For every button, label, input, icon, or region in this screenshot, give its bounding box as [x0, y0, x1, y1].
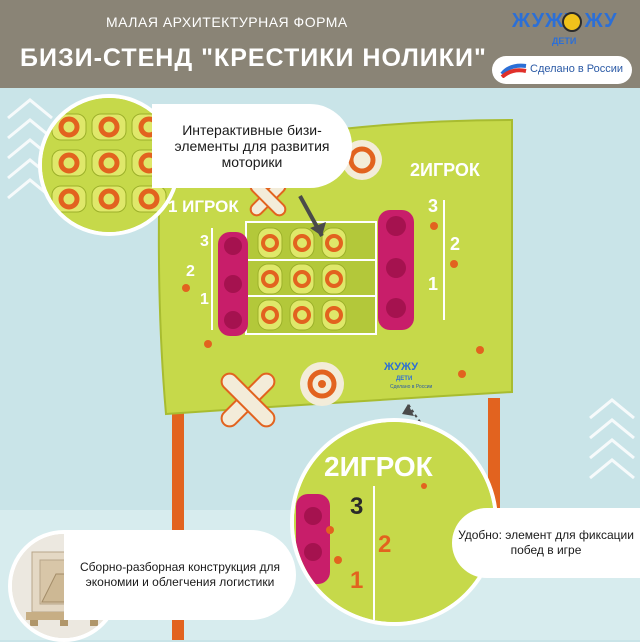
- rollers-zoom-bubble: [38, 94, 180, 236]
- callout-collapsible: Сборно-разборная конструкция для экономи…: [64, 530, 296, 620]
- score-closeup: 2ИГРОК 3 2 1: [294, 422, 494, 622]
- made-in-label: Сделано в России: [530, 63, 624, 75]
- page-title: БИЗИ-СТЕНД "КРЕСТИКИ НОЛИКИ": [20, 44, 487, 72]
- callout-score-tracker: Удобно: элемент для фиксации побед в игр…: [452, 508, 640, 578]
- zoom-player2-label: 2ИГРОК: [324, 451, 434, 482]
- callout-busy-elements: Интерактивные бизи-элементы для развития…: [152, 104, 352, 188]
- ladybug-icon: [562, 12, 582, 32]
- brand-sub: ДЕТИ: [552, 36, 577, 46]
- zoom-scale-3: 3: [350, 493, 363, 520]
- brand-logo: ЖУЖУ ЖУ ДЕТИ: [512, 8, 628, 48]
- russia-flag-icon: [500, 63, 527, 78]
- callout-busy-elements-text: Интерактивные бизи-элементы для развития…: [174, 122, 330, 170]
- callout-score-tracker-text: Удобно: элемент для фиксации побед в игр…: [458, 528, 634, 557]
- kicker-text: МАЛАЯ АРХИТЕКТУРНАЯ ФОРМА: [106, 14, 348, 30]
- zoom-scale-2: 2: [378, 531, 391, 558]
- header-bar: МАЛАЯ АРХИТЕКТУРНАЯ ФОРМА БИЗИ-СТЕНД "КР…: [0, 0, 640, 88]
- callout-collapsible-text: Сборно-разборная конструкция для экономи…: [80, 560, 280, 589]
- score-zoom-bubble: 2ИГРОК 3 2 1: [290, 418, 498, 626]
- zoom-scale-1: 1: [350, 567, 363, 594]
- made-in-russia-badge: Сделано в России: [492, 56, 632, 84]
